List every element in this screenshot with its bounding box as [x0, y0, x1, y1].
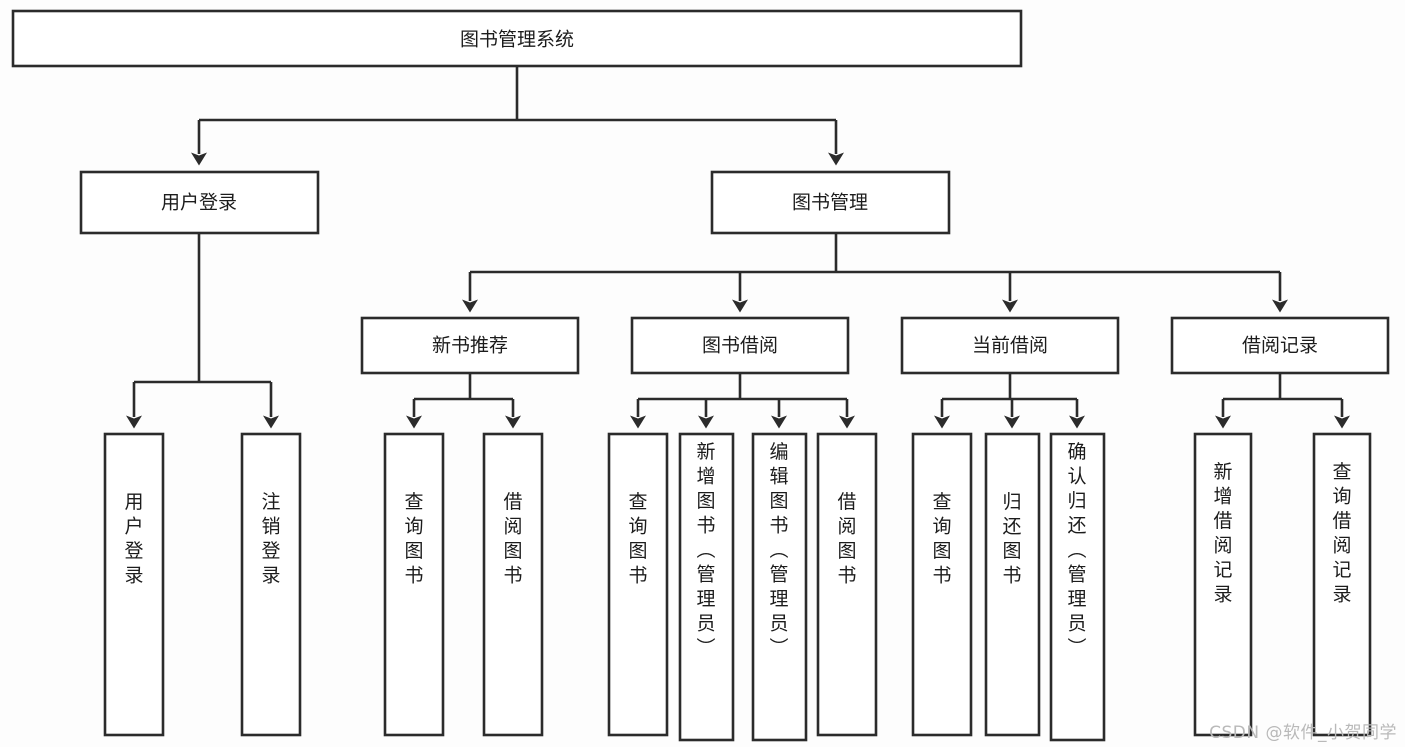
node-current-borrow-box[interactable]	[900, 316, 1120, 375]
node-leaf-add-record-label: 新增借阅记录	[1213, 461, 1232, 606]
node-leaf-user-login[interactable]: 用户登录	[103, 432, 165, 737]
node-leaf-query-book-2-label: 查询图书	[628, 491, 647, 587]
node-leaf-borrow-book-1-label: 借阅图书	[503, 491, 522, 587]
node-leaf-return-book[interactable]: 归还图书	[984, 432, 1041, 737]
node-leaf-return-book-box[interactable]	[984, 432, 1041, 737]
node-leaf-query-book-3-box[interactable]	[911, 432, 973, 737]
node-leaf-add-record[interactable]: 新增借阅记录	[1193, 432, 1253, 737]
node-root[interactable]: 图书管理系统	[11, 9, 1023, 68]
node-leaf-return-book-label: 归还图书	[1002, 491, 1021, 587]
node-leaf-borrow-book-2[interactable]: 借阅图书	[816, 432, 878, 737]
node-book-borrow-box[interactable]	[630, 316, 850, 375]
node-leaf-logout-box[interactable]	[240, 432, 302, 737]
node-leaf-logout[interactable]: 注销登录	[240, 432, 302, 737]
node-borrow-record-label: 借阅记录	[1242, 335, 1318, 357]
node-leaf-edit-book[interactable]: 编辑图书︵管理员︶	[751, 432, 808, 742]
node-book-borrow[interactable]: 图书借阅	[630, 316, 850, 375]
node-new-book-rec[interactable]: 新书推荐	[360, 316, 580, 375]
node-leaf-borrow-book-2-box[interactable]	[816, 432, 878, 737]
node-leaf-query-record[interactable]: 查询借阅记录	[1312, 432, 1372, 737]
node-book-manage[interactable]: 图书管理	[710, 170, 951, 235]
node-book-manage-label: 图书管理	[792, 192, 868, 214]
node-leaf-query-book-1-box[interactable]	[383, 432, 445, 737]
node-leaf-query-book-3-label: 查询图书	[932, 491, 951, 587]
node-leaf-user-login-box[interactable]	[103, 432, 165, 737]
node-book-borrow-label: 图书借阅	[702, 335, 778, 357]
node-leaf-confirm-return-label: 确认归还︵管理员︶	[1067, 441, 1086, 659]
node-leaf-add-book-box[interactable]	[678, 432, 735, 742]
node-leaf-borrow-book-1[interactable]: 借阅图书	[482, 432, 544, 737]
node-borrow-record-box[interactable]	[1170, 316, 1390, 375]
node-leaf-query-record-label: 查询借阅记录	[1332, 461, 1351, 606]
node-current-borrow[interactable]: 当前借阅	[900, 316, 1120, 375]
node-root-box[interactable]	[11, 9, 1023, 68]
node-leaf-edit-book-label: 编辑图书︵管理员︶	[769, 441, 788, 659]
node-new-book-rec-box[interactable]	[360, 316, 580, 375]
node-leaf-borrow-book-2-label: 借阅图书	[837, 491, 856, 587]
node-leaf-confirm-return[interactable]: 确认归还︵管理员︶	[1049, 432, 1106, 742]
csdn-watermark: CSDN @软件_小贺同学	[1209, 723, 1397, 743]
node-user-login[interactable]: 用户登录	[79, 170, 320, 235]
node-leaf-query-record-box[interactable]	[1312, 432, 1372, 737]
node-leaf-edit-book-box[interactable]	[751, 432, 808, 742]
node-leaf-confirm-return-box[interactable]	[1049, 432, 1106, 742]
node-current-borrow-label: 当前借阅	[972, 335, 1048, 357]
node-root-label: 图书管理系统	[460, 29, 574, 51]
node-user-login-box[interactable]	[79, 170, 320, 235]
node-user-login-label: 用户登录	[161, 192, 237, 214]
node-leaf-borrow-book-1-box[interactable]	[482, 432, 544, 737]
node-leaf-user-login-label: 用户登录	[124, 491, 143, 587]
node-leaf-logout-label: 注销登录	[261, 491, 280, 587]
node-new-book-rec-label: 新书推荐	[432, 335, 508, 357]
node-book-manage-box[interactable]	[710, 170, 951, 235]
node-leaf-query-book-2-box[interactable]	[607, 432, 669, 737]
node-leaf-query-book-2[interactable]: 查询图书	[607, 432, 669, 737]
connector-layer	[126, 66, 1350, 429]
node-leaf-query-book-1[interactable]: 查询图书	[383, 432, 445, 737]
node-leaf-add-book-label: 新增图书︵管理员︶	[696, 441, 715, 659]
leaf-node-layer: 用户登录 注销登录 查询图书 借阅图书 查询图书 新增图书︵管理员︶	[103, 432, 1372, 742]
node-borrow-record[interactable]: 借阅记录	[1170, 316, 1390, 375]
node-leaf-add-record-box[interactable]	[1193, 432, 1253, 737]
node-leaf-query-book-3[interactable]: 查询图书	[911, 432, 973, 737]
node-leaf-add-book[interactable]: 新增图书︵管理员︶	[678, 432, 735, 742]
node-leaf-query-book-1-label: 查询图书	[404, 491, 423, 587]
